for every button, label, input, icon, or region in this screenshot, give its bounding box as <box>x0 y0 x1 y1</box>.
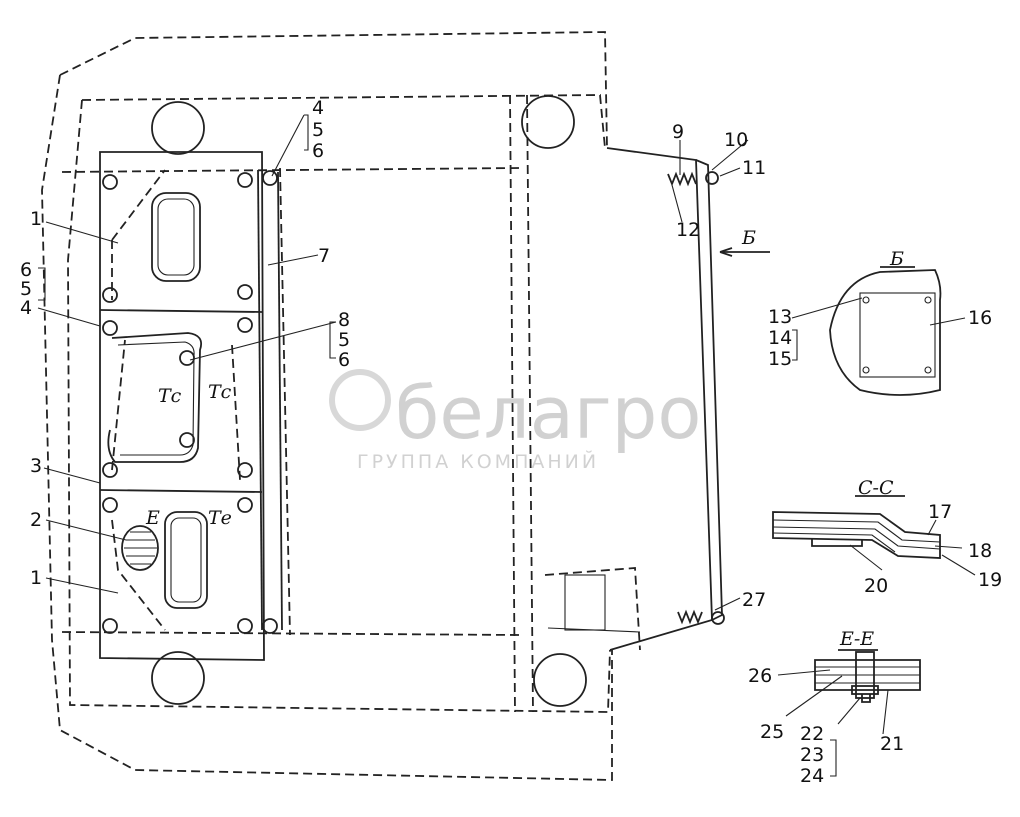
section-labels: Б Б С-С Е-Е Тс Тс Е Те <box>145 227 904 650</box>
callout-15: 15 <box>768 348 792 370</box>
callout-21: 21 <box>880 733 904 755</box>
panel-fasteners <box>102 170 278 634</box>
callout-4b: 4 <box>312 97 324 119</box>
callout-9: 9 <box>672 121 684 143</box>
strip <box>257 169 283 631</box>
leader-lines <box>37 114 976 777</box>
view-b-detail <box>719 247 942 396</box>
corner-holes <box>151 95 587 707</box>
label-section-cc: С-С <box>858 477 894 499</box>
callout-2: 2 <box>30 509 42 531</box>
callout-22: 22 <box>800 723 824 745</box>
callout-17: 17 <box>928 501 952 523</box>
callout-7: 7 <box>318 245 330 267</box>
callout-19: 19 <box>978 569 1002 591</box>
label-e-1: Е <box>145 507 160 529</box>
label-te: Те <box>208 507 232 529</box>
callout-6a: 6 <box>20 259 32 281</box>
watermark: белагро ГРУППА КОМПАНИЙ <box>329 369 701 473</box>
callout-18: 18 <box>968 540 992 562</box>
callout-27: 27 <box>742 589 766 611</box>
callout-11: 11 <box>742 157 766 179</box>
section-ee <box>814 649 921 703</box>
callout-3: 3 <box>30 455 42 477</box>
callout-24: 24 <box>800 765 824 787</box>
label-tc-1: Тс <box>158 385 182 407</box>
section-cc <box>772 495 941 559</box>
callout-5b: 5 <box>312 119 324 141</box>
callout-14: 14 <box>768 327 792 349</box>
callout-26: 26 <box>748 665 772 687</box>
callout-8: 8 <box>338 309 350 331</box>
callout-6c: 6 <box>338 349 350 371</box>
callout-12: 12 <box>676 219 700 241</box>
callout-1: 1 <box>30 208 42 230</box>
label-view-b: Б <box>889 248 904 270</box>
label-view-b-arrow: Б <box>741 227 756 249</box>
callout-6b: 6 <box>312 140 324 162</box>
callouts: 1 1 2 3 6 5 4 4 5 6 7 8 5 6 9 10 11 12 1… <box>20 97 1002 787</box>
callout-1b: 1 <box>30 567 42 589</box>
watermark-brand: белагро <box>395 371 701 455</box>
right-panel <box>544 147 725 651</box>
callout-23: 23 <box>800 744 824 766</box>
outer-contour <box>41 31 613 781</box>
watermark-subtitle: ГРУППА КОМПАНИЙ <box>357 450 599 473</box>
callout-10: 10 <box>724 129 748 151</box>
label-section-ee: Е-Е <box>839 628 874 650</box>
callout-16: 16 <box>968 307 992 329</box>
label-tc-2: Тс <box>208 381 232 403</box>
callout-5a: 5 <box>20 278 32 300</box>
callout-13: 13 <box>768 306 792 328</box>
callout-5c: 5 <box>338 329 350 351</box>
callout-20: 20 <box>864 575 888 597</box>
callout-25: 25 <box>760 721 784 743</box>
left-panel <box>99 151 278 661</box>
callout-4a: 4 <box>20 297 32 319</box>
